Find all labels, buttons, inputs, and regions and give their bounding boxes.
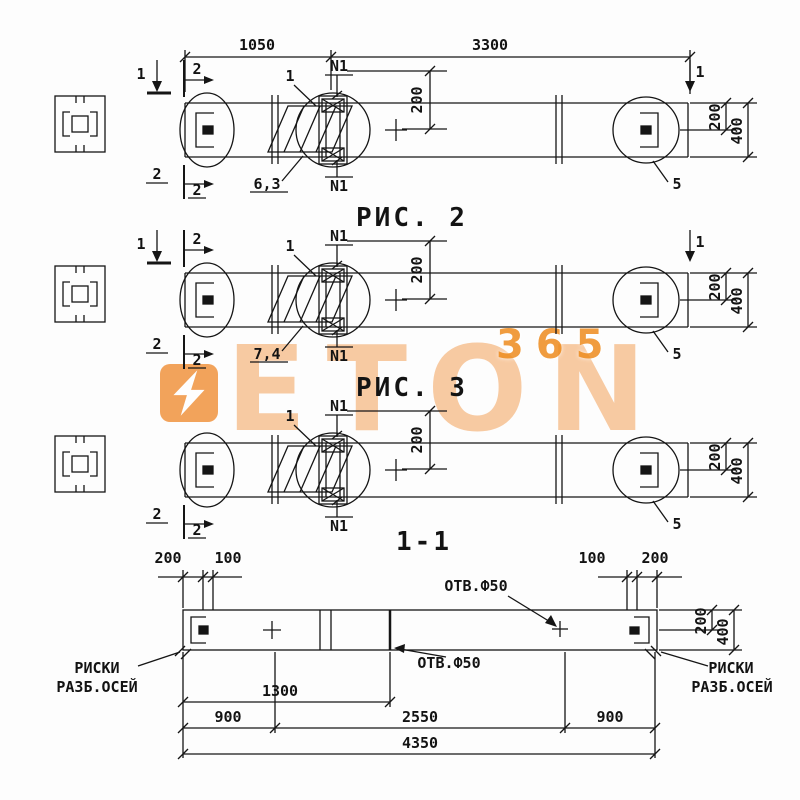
fig2-view-2-label: 2: [152, 335, 161, 353]
section-hole-label-top: ОТВ.Ф50: [444, 577, 507, 595]
fig3-view-2-label: 2: [152, 505, 161, 523]
fig1-view-2-label: 2: [152, 165, 161, 183]
section-riski-right-line1: РИСКИ: [708, 659, 753, 677]
section-dim-100-topright: 100: [578, 549, 605, 567]
figure-2-title: РИС. 2: [356, 203, 468, 233]
section-riski-left-line1: РИСКИ: [74, 659, 119, 677]
watermark-brand-text: ETON: [226, 320, 667, 458]
figure-3: 1 N1 200 200 400 2 2 N1 5: [54, 397, 758, 540]
section-dim-4350: 4350: [402, 734, 438, 752]
fig1-dim-200-mid: 200: [408, 86, 426, 113]
fig1-section-2-top: 2: [192, 60, 201, 78]
section-dim-200-side: 200: [692, 607, 710, 634]
figure-1-top-dimensions: [179, 50, 696, 94]
fig2-section-1-right: 1: [695, 233, 704, 251]
fig1-n1-top: N1: [330, 57, 348, 75]
fig1-dim-400-right: 400: [728, 117, 746, 144]
fig3-detail-5: 5: [672, 515, 681, 533]
watermark-logo-icon: [160, 364, 218, 422]
fig2-dim-400-right: 400: [728, 287, 746, 314]
fig3-dim-200-mid: 200: [408, 426, 426, 453]
fig3-dim-200-right: 200: [706, 443, 724, 470]
fig1-dim-3300: 3300: [472, 36, 508, 54]
fig1-section-1-right: 1: [695, 63, 704, 81]
fig3-n1-bottom: N1: [330, 517, 348, 535]
section-dim-900-right: 900: [596, 708, 623, 726]
fig1-detail-5: 5: [672, 175, 681, 193]
fig1-section-2-bottom: 2: [192, 181, 201, 199]
fig2-dim-200-right: 200: [706, 273, 724, 300]
section-riski-right-line2: РАЗБ.ОСЕЙ: [691, 677, 772, 696]
fig2-n1-bottom: N1: [330, 347, 348, 365]
fig1-dim-200-right: 200: [706, 103, 724, 130]
section-dim-200-topleft: 200: [154, 549, 181, 567]
section-view: [137, 570, 742, 760]
section-dim-900-left: 900: [214, 708, 241, 726]
section-dim-2550: 2550: [402, 708, 438, 726]
fig2-dim-200-mid: 200: [408, 256, 426, 283]
fig2-section-1-left: 1: [136, 235, 145, 253]
fig1-n1-bottom: N1: [330, 177, 348, 195]
fig1-dim-1050: 1050: [239, 36, 275, 54]
section-1-1-title: 1-1: [396, 527, 452, 557]
section-riski-left-line2: РАЗБ.ОСЕЙ: [56, 677, 137, 696]
fig2-weld-size: 7,4: [253, 345, 280, 363]
fig3-section-2-bottom: 2: [192, 521, 201, 539]
section-hole-label-bottom: ОТВ.Ф50: [417, 654, 480, 672]
watermark-number-text: 365: [496, 322, 616, 368]
section-dim-400-side: 400: [714, 618, 732, 645]
fig3-detail-leader-1: 1: [285, 407, 294, 425]
section-dim-1300: 1300: [262, 682, 298, 700]
fig2-section-2-bottom: 2: [192, 351, 201, 369]
fig2-detail-5: 5: [672, 345, 681, 363]
figure-1: 1050 3300 1 2 1 N1 200 1 200 400 2 2 6,3…: [54, 36, 758, 200]
fig3-n1-top: N1: [330, 397, 348, 415]
fig1-detail-leader-1: 1: [285, 67, 294, 85]
fig2-n1-top: N1: [330, 227, 348, 245]
section-dim-200-topright: 200: [641, 549, 668, 567]
figure-2: 1 2 1 N1 200 1 200 400 2 2 7,4 N1 5: [54, 227, 758, 370]
figure-3-title: РИС. 3: [356, 373, 468, 403]
section-dim-100-topleft: 100: [214, 549, 241, 567]
fig1-section-1-left: 1: [136, 65, 145, 83]
fig2-detail-leader-1: 1: [285, 237, 294, 255]
fig1-weld-size: 6,3: [253, 175, 280, 193]
fig2-section-2-top: 2: [192, 230, 201, 248]
fig3-dim-400-right: 400: [728, 457, 746, 484]
